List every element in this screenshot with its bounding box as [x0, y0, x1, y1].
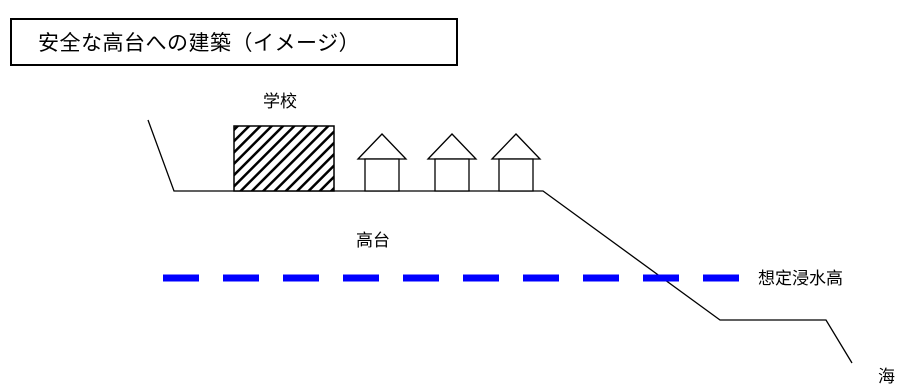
school-building [233, 125, 335, 192]
school-label: 学校 [263, 92, 297, 112]
house [356, 133, 408, 192]
inundation-label: 想定浸水高 [758, 269, 843, 289]
house [490, 133, 542, 192]
sea-label: 海 [878, 367, 895, 385]
house [426, 133, 478, 192]
title-box: 安全な高台への建築（イメージ） [10, 18, 458, 66]
plateau-label: 高台 [356, 231, 390, 251]
terrain-line [147, 119, 853, 364]
diagram-title: 安全な高台への建築（イメージ） [38, 31, 361, 55]
